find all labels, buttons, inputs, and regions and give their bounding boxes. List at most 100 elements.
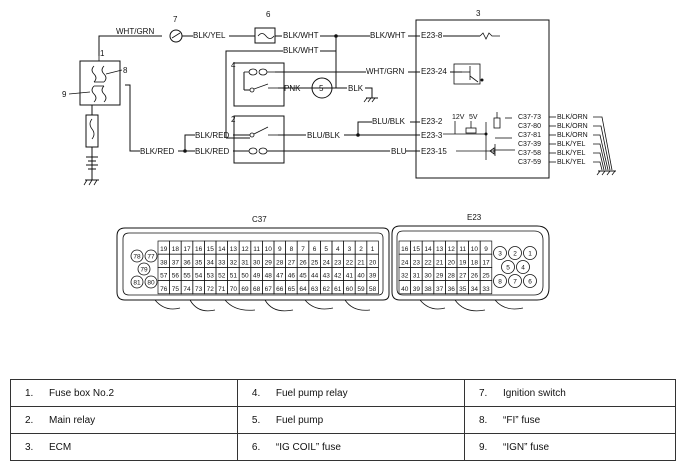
c37-pin-label: 32 [230, 259, 238, 266]
c37-pin-label: 69 [241, 286, 249, 293]
e23-pin-label: 29 [436, 273, 444, 280]
c37-pin-label: 41 [346, 273, 354, 280]
legend-number: 7. [479, 387, 488, 399]
ecm-box [415, 19, 550, 179]
legend-text: Main relay [49, 414, 96, 426]
c37-pin-label: 63 [311, 286, 319, 293]
callout-1: 1 [100, 49, 105, 58]
c37-pin-label: 39 [369, 273, 377, 280]
e23-round-pin-label: 3 [498, 251, 502, 258]
c37-pin-label: 73 [195, 286, 203, 293]
ecm-voltage-12v: 12V [452, 114, 465, 121]
legend-text: “FI” fuse [503, 414, 541, 426]
c37-pin-label: 68 [253, 286, 261, 293]
ecm-terminal-e23-3: E23-3 [421, 131, 443, 140]
e23-pin-label: 24 [401, 259, 409, 266]
c37-pin-label: 70 [230, 286, 238, 293]
c37-title: C37 [252, 215, 267, 224]
wire-blk-wht-3: BLK/WHT [370, 31, 406, 40]
legend-number: 3. [25, 441, 34, 453]
ecm-wire-blk-orn-2: BLK/ORN [557, 123, 588, 130]
e23-round-pin [493, 274, 507, 288]
c37-pin-label: 34 [207, 259, 215, 266]
e23-round-pin [516, 260, 530, 274]
legend-text: “IG COIL” fuse [275, 441, 341, 453]
e23-pin-label: 33 [482, 286, 490, 293]
e23-round-pin [493, 246, 507, 260]
c37-round-pin-label: 79 [140, 267, 148, 274]
e23-pin-label: 35 [459, 286, 467, 293]
c37-pin-label: 42 [334, 273, 342, 280]
legend-number: 9. [479, 441, 488, 453]
c37-pin-label: 76 [160, 286, 168, 293]
ecm-terminal-e23-15: E23-15 [421, 147, 447, 156]
e23-round-pin [523, 274, 537, 288]
legend-cell: 2.Main relay [10, 406, 238, 434]
c37-pin-label: 11 [253, 246, 260, 253]
e23-round-pin-label: 5 [506, 265, 510, 272]
c37-pin-label: 22 [346, 259, 354, 266]
e23-pin-label: 15 [413, 246, 421, 253]
ecm-terminal-c37-80: C37-80 [518, 123, 541, 130]
c37-pin-cell [366, 280, 379, 295]
e23-pin-cell [479, 280, 493, 295]
wire-blk-yel-top: BLK/YEL [193, 31, 226, 40]
legend-number: 1. [25, 387, 34, 399]
ecm-terminal-c37-59: C37-59 [518, 159, 541, 166]
c37-pin-label: 29 [265, 259, 273, 266]
c37-pin-label: 67 [265, 286, 273, 293]
c37-pin-label: 58 [369, 286, 377, 293]
c37-round-pin-label: 77 [147, 254, 155, 261]
callout-5: 5 [319, 84, 324, 93]
c37-round-pin [144, 275, 158, 289]
c37-pin-label: 31 [241, 259, 249, 266]
ecm-wire-blk-yel-3: BLK/YEL [557, 159, 586, 166]
ecm-wire-blk-orn-3: BLK/ORN [557, 132, 588, 139]
e23-pin-label: 9 [484, 246, 488, 253]
wiring-diagram: 3 1 8 9 WHT/GRN 7 BLK/YEL 6 BLK/WHT BLK/… [62, 9, 616, 312]
c37-pin-label: 28 [276, 259, 284, 266]
c37-pin-label: 21 [357, 259, 365, 266]
legend-cell: 3.ECM [10, 433, 238, 461]
wire-wht-grn-ecm: WHT/GRN [366, 67, 404, 76]
ecm-terminal-e23-8: E23-8 [421, 31, 443, 40]
c37-pin-label: 12 [241, 246, 249, 253]
legend-text: Fuel pump relay [275, 387, 348, 399]
c37-pin-label: 33 [218, 259, 226, 266]
ecm-terminal-c37-58: C37-58 [518, 150, 541, 157]
c37-pin-label: 7 [301, 246, 305, 253]
main-fuse-icon [85, 114, 99, 148]
c37-round-pin [130, 249, 144, 263]
e23-pin-label: 17 [482, 259, 490, 266]
e23-round-pin-label: 1 [528, 251, 532, 258]
ecm-wire-blk-yel-2: BLK/YEL [557, 150, 586, 157]
e23-round-pin [508, 274, 522, 288]
e23-round-pin-label: 2 [513, 251, 517, 258]
e23-pin-label: 16 [401, 246, 409, 253]
c37-connector-outline [116, 227, 390, 301]
c37-pin-label: 66 [276, 286, 284, 293]
ignition-switch-icon [169, 29, 183, 43]
c37-pin-label: 16 [195, 246, 203, 253]
c37-pin-label: 61 [334, 286, 342, 293]
e23-pin-label: 14 [424, 246, 432, 253]
c37-pin-label: 56 [172, 273, 180, 280]
legend-number: 8. [479, 414, 488, 426]
c37-pin-label: 74 [183, 286, 191, 293]
e23-round-pin [501, 260, 515, 274]
legend-cell: 9. “IGN” fuse [464, 433, 676, 461]
legend-text: “IGN” fuse [503, 441, 550, 453]
c37-pin-label: 8 [290, 246, 294, 253]
c37-pin-label: 44 [311, 273, 319, 280]
callout-6: 6 [266, 10, 271, 19]
e23-round-pin-label: 4 [521, 265, 525, 272]
fuel-pump-relay-box [233, 62, 285, 107]
wire-wht-grn-top: WHT/GRN [116, 27, 154, 36]
c37-pin-label: 62 [323, 286, 331, 293]
e23-pin-label: 38 [424, 286, 432, 293]
e23-pin-label: 21 [436, 259, 444, 266]
c37-pin-label: 23 [334, 259, 342, 266]
